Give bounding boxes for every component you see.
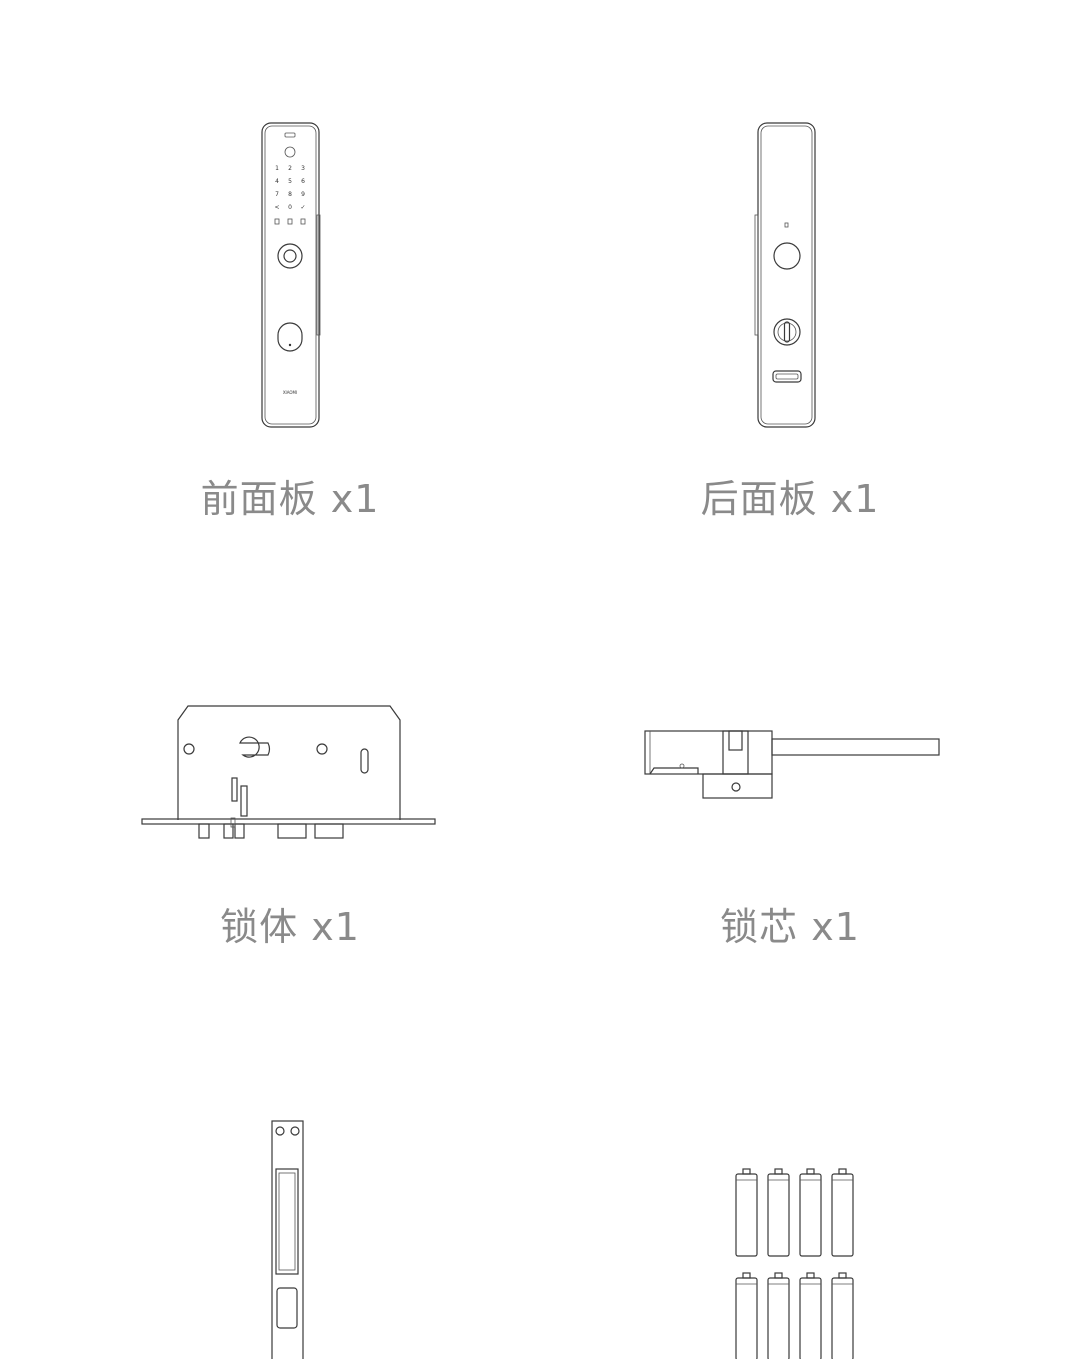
lock-body-icon [141, 705, 436, 839]
battery [831, 1168, 854, 1257]
front-panel-label: 前面板 x1 [200, 477, 380, 521]
battery [799, 1272, 822, 1359]
keypad-key: ✓ [300, 204, 305, 211]
battery [767, 1272, 790, 1359]
lock-icon [300, 218, 306, 225]
home-icon [287, 218, 293, 225]
keypad-key: 4 [275, 178, 279, 185]
strike-plate-icon [271, 1120, 304, 1359]
battery [799, 1168, 822, 1257]
keypad-key: 2 [288, 165, 292, 172]
lock-cylinder-icon [644, 730, 940, 799]
keypad-key: 0 [288, 204, 292, 211]
keypad-key: 9 [301, 191, 305, 198]
battery [831, 1272, 854, 1359]
back-panel-label: 后面板 x1 [700, 477, 880, 521]
keypad-key: 8 [288, 191, 292, 198]
battery [735, 1168, 758, 1257]
bell-icon [274, 218, 280, 225]
keypad-key: 7 [275, 191, 279, 198]
keypad-key: 5 [288, 178, 292, 185]
keypad-key: 1 [275, 165, 279, 172]
batteries-icon [735, 1168, 854, 1359]
keypad-key: 3 [301, 165, 305, 172]
lock-cylinder-label: 锁芯 x1 [720, 905, 860, 949]
back-panel-icon [754, 122, 816, 428]
front-panel-brand: XIAOMI [283, 390, 297, 395]
keypad-key: 6 [301, 178, 305, 185]
lock-body-label: 锁体 x1 [220, 905, 360, 949]
keypad-key: < [274, 204, 279, 211]
front-panel-icon: 1 2 3 4 5 6 7 8 9 <0 ✓ XIAOMI [261, 122, 321, 428]
battery [767, 1168, 790, 1257]
battery [735, 1272, 758, 1359]
